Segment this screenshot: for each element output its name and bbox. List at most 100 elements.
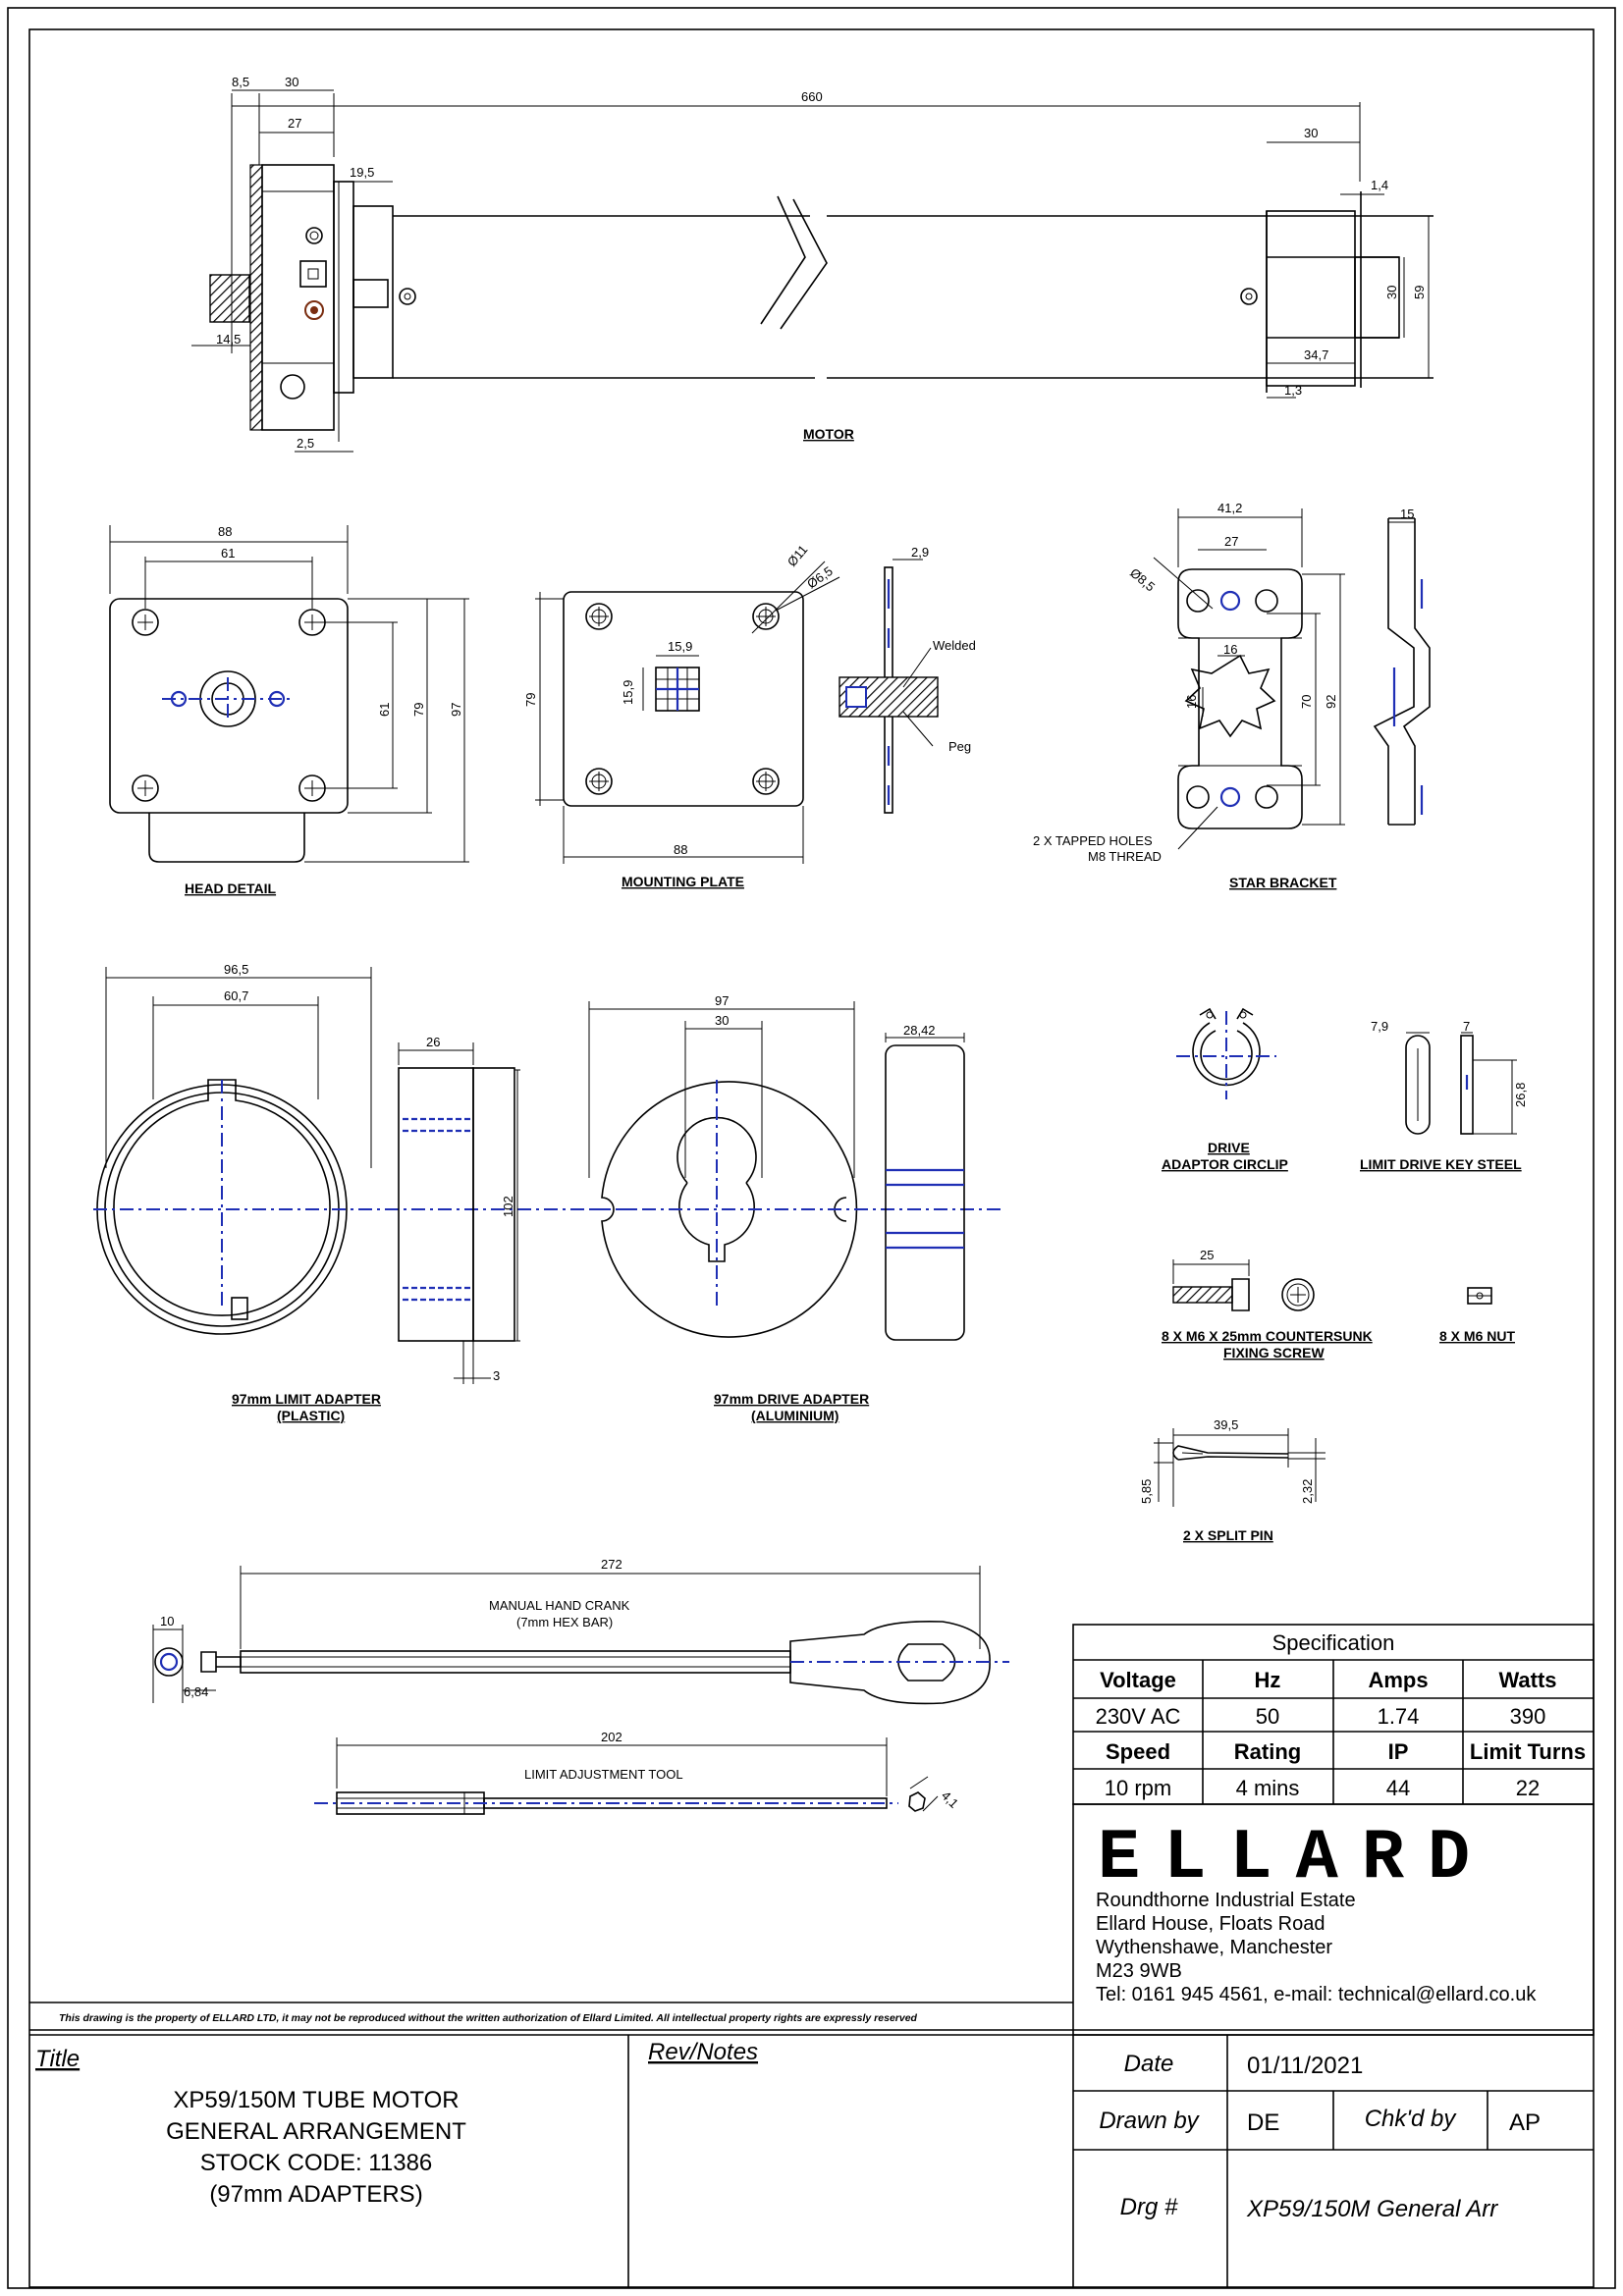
title-label: Title (35, 2046, 80, 2072)
label-peg: Peg (948, 739, 971, 754)
star-dim-92: 92 (1324, 695, 1338, 709)
ellard-logo: ELLARD (1098, 1818, 1470, 1898)
specification-table: Specification Voltage Hz Amps Watts 230V… (1072, 1624, 1595, 1805)
spec-value-speed: 10 rpm (1105, 1776, 1171, 1800)
dim-34-7: 34,7 (1304, 347, 1328, 362)
caption-mounting-plate: MOUNTING PLATE (622, 874, 744, 889)
spec-value-hz: 50 (1256, 1704, 1279, 1729)
star-dim-15: 15 (1400, 507, 1414, 521)
drawing-number-label: Drg # (1120, 2194, 1178, 2220)
date-label: Date (1124, 2051, 1174, 2077)
head-detail: 88 61 61 79 97 HEAD DETAIL (109, 524, 469, 896)
crank-dim-10: 10 (160, 1614, 174, 1629)
spec-header-amps: Amps (1368, 1668, 1428, 1692)
limit-dim-102: 102 (501, 1196, 515, 1217)
caption-star-bracket: STAR BRACKET (1229, 875, 1337, 890)
plate-dim-dia-11: Ø11 (784, 542, 811, 569)
drive-dim-30: 30 (715, 1013, 729, 1028)
plate-dim-15-9-side: 15,9 (621, 680, 635, 705)
ownership-notice: This drawing is the property of ELLARD L… (59, 2012, 918, 2024)
plate-dim-2-9: 2,9 (911, 545, 929, 560)
crank-dim-6-84: 6,84 (184, 1684, 208, 1699)
spec-header-limit-turns: Limit Turns (1470, 1739, 1586, 1764)
address-line-4: M23 9WB (1096, 1960, 1182, 1982)
limit-adjustment-tool: 202 LIMIT ADJUSTMENT TOOL 4,1 (314, 1730, 961, 1815)
plate-dim-79: 79 (523, 693, 538, 707)
key-dim-26-8: 26,8 (1513, 1083, 1528, 1107)
spec-value-amps: 1.74 (1378, 1704, 1420, 1729)
limit-dim-96-5: 96,5 (224, 962, 248, 977)
caption-drive-adapter-material: (ALUMINIUM) (751, 1408, 839, 1423)
limit-dim-3: 3 (493, 1368, 500, 1383)
drawing-number-value: XP59/150M General Arr (1246, 2196, 1498, 2222)
dim-1-4: 1,4 (1371, 178, 1388, 192)
limit-dim-60-7: 60,7 (224, 988, 248, 1003)
checked-by-value: AP (1509, 2109, 1541, 2136)
head-dim-61-side: 61 (377, 703, 392, 717)
spec-header-watts: Watts (1498, 1668, 1556, 1692)
star-dim-70: 70 (1299, 695, 1314, 709)
splitpin-dim-39-5: 39,5 (1214, 1417, 1238, 1432)
key-dim-7: 7 (1463, 1019, 1470, 1034)
crank-label-hex: (7mm HEX BAR) (516, 1615, 613, 1629)
company-block: ELLARD Roundthorne Industrial Estate Ell… (1072, 1803, 1595, 2036)
spec-value-watts: 390 (1510, 1704, 1546, 1729)
date-value: 01/11/2021 (1247, 2053, 1363, 2079)
inner-border (28, 28, 1595, 2288)
star-note-tapped-holes: 2 X TAPPED HOLES (1033, 833, 1153, 848)
key-dim-7-9: 7,9 (1371, 1019, 1388, 1034)
dim-59: 59 (1412, 286, 1427, 299)
spec-header-hz: Hz (1255, 1668, 1281, 1692)
spec-value-ip: 44 (1386, 1776, 1410, 1800)
spec-value-limit-turns: 22 (1516, 1776, 1540, 1800)
address-line-1: Roundthorne Industrial Estate (1096, 1890, 1356, 1911)
crank-label: MANUAL HAND CRANK (489, 1598, 630, 1613)
spec-header-rating: Rating (1234, 1739, 1301, 1764)
caption-nut: 8 X M6 NUT (1439, 1328, 1515, 1344)
drive-dim-28-42: 28,42 (903, 1023, 936, 1038)
dim-660: 660 (801, 89, 823, 104)
caption-screw-line1: 8 X M6 X 25mm COUNTERSUNK (1162, 1328, 1373, 1344)
title-line-4: (97mm ADAPTERS) (209, 2181, 422, 2208)
mounting-plate: Ø11 Ø6,5 15,9 15,9 79 88 MOUNTING PLATE … (523, 542, 976, 889)
outer-border (7, 7, 1616, 2289)
star-note-m8-thread: M8 THREAD (1088, 849, 1162, 864)
dim-8-5: 8,5 (232, 75, 249, 89)
caption-head-detail: HEAD DETAIL (185, 881, 277, 896)
caption-circlip-line2: ADAPTOR CIRCLIP (1162, 1156, 1288, 1172)
countersunk-screw: 25 8 X M6 X 25mm COUNTERSUNK FIXING SCRE… (1162, 1248, 1373, 1361)
tool-dim-4-1: 4,1 (939, 1789, 961, 1811)
motor-view: 8,5 30 660 27 19,5 14,5 2,5 30 1,4 30 59… (191, 75, 1434, 453)
manual-hand-crank: 272 10 6,84 MANUAL HAND CRANK (7mm HEX B… (152, 1557, 1009, 1705)
spec-value-voltage: 230V AC (1096, 1704, 1181, 1729)
address-line-2: Ellard House, Floats Road (1096, 1913, 1325, 1935)
dim-2-5: 2,5 (297, 436, 314, 451)
caption-circlip-line1: DRIVE (1208, 1140, 1250, 1155)
drive-dim-97: 97 (715, 993, 729, 1008)
tool-label: LIMIT ADJUSTMENT TOOL (524, 1767, 683, 1782)
dim-1-3: 1,3 (1284, 383, 1302, 398)
splitpin-dim-5-85: 5,85 (1139, 1479, 1154, 1504)
limit-dim-26: 26 (426, 1035, 440, 1049)
head-dim-79: 79 (411, 703, 426, 717)
limit-adapter: 96,5 60,7 26 102 3 97mm LIMIT ADAPTER (P… (93, 962, 638, 1423)
m6-nut: 8 X M6 NUT (1439, 1287, 1515, 1344)
rev-notes-label: Rev/Notes (648, 2039, 758, 2065)
label-welded: Welded (933, 638, 976, 653)
screw-dim-25: 25 (1200, 1248, 1214, 1262)
dim-30-right: 30 (1304, 126, 1318, 140)
caption-limit-adapter-material: (PLASTIC) (277, 1408, 345, 1423)
plate-dim-88: 88 (674, 842, 687, 857)
address-line-3: Wythenshawe, Manchester (1096, 1937, 1332, 1958)
crank-dim-272: 272 (601, 1557, 622, 1572)
caption-screw-line2: FIXING SCREW (1223, 1345, 1325, 1361)
title-line-3: STOCK CODE: 11386 (200, 2150, 433, 2176)
star-dim-16-top: 16 (1223, 642, 1237, 657)
star-dim-41-2: 41,2 (1217, 501, 1242, 515)
star-dim-16-side: 16 (1184, 695, 1199, 709)
head-dim-97: 97 (449, 703, 463, 717)
tool-dim-202: 202 (601, 1730, 622, 1744)
caption-motor: MOTOR (803, 426, 854, 442)
dim-19-5: 19,5 (350, 165, 374, 180)
